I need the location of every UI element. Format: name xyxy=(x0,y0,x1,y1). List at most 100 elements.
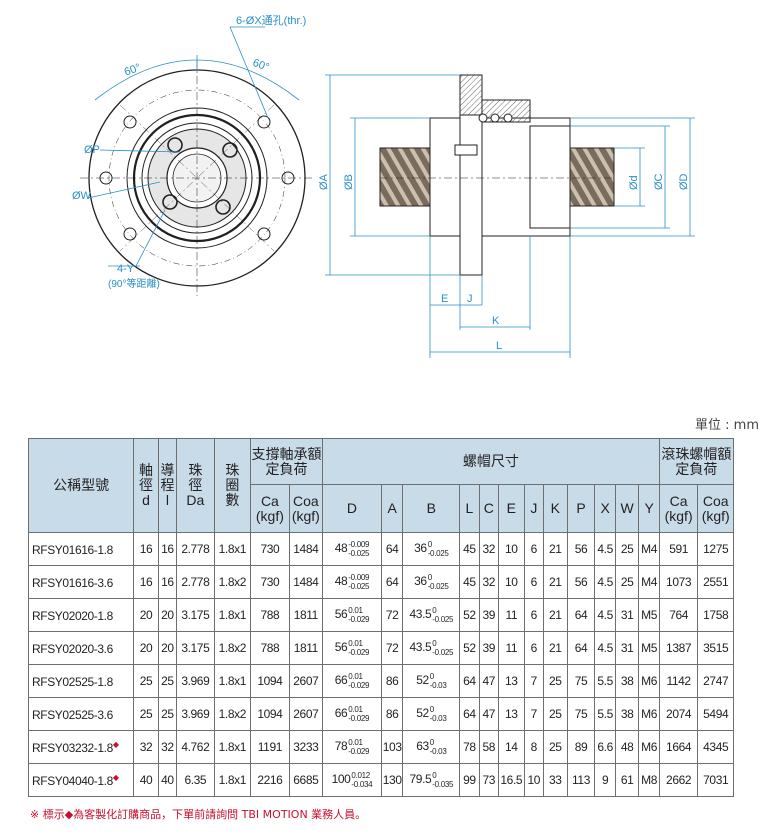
tolerance: 0.01-0.029 xyxy=(348,639,370,657)
label-y-note: (90°等距離) xyxy=(108,277,160,290)
tolerance: 0-0.025 xyxy=(432,639,454,657)
cell-y: M5 xyxy=(638,631,660,665)
label-dia-b: ØB xyxy=(343,174,355,190)
cell-x: 4.5 xyxy=(594,631,616,665)
cell-e: 11 xyxy=(497,631,525,665)
cell-x: 4.5 xyxy=(594,598,616,632)
cell-coa2: 1758 xyxy=(697,598,734,632)
cell-l: 52 xyxy=(459,631,480,665)
cell-ca1: 788 xyxy=(250,598,290,632)
cell-y: M6 xyxy=(638,730,660,764)
custom-order-mark: ◆ xyxy=(112,772,119,782)
header-coa-support: Coa(kgf) xyxy=(288,484,323,533)
tolerance: 0.01-0.029 xyxy=(348,606,370,624)
cell-ca2: 1142 xyxy=(658,664,699,698)
technical-drawing: 6-ØX通孔(thr.) 60° 60° ØP ØW 4-Y (90°等距離) xyxy=(72,14,695,358)
tolerance: 0-0.03 xyxy=(429,672,447,690)
cell-model: RFSY02525-3.6 xyxy=(27,697,135,731)
cell-d: 20 xyxy=(133,631,159,665)
cell-ca2: 2662 xyxy=(658,763,699,797)
cell-j: 7 xyxy=(523,664,544,698)
cell-k: 21 xyxy=(542,565,568,599)
header-ca-support: Ca(kgf) xyxy=(250,484,290,533)
cell-l: 64 xyxy=(459,664,480,698)
tolerance: 0-0.035 xyxy=(432,771,454,789)
cell-coa1: 2607 xyxy=(288,664,323,698)
header-model: 公稱型號 xyxy=(27,438,135,533)
cell-x: 5.5 xyxy=(594,697,616,731)
cell-da: 3.969 xyxy=(176,697,215,731)
cell-d-with-tolerance: 48-0.009-0.025 xyxy=(321,532,382,566)
cell-ca1: 1191 xyxy=(250,730,290,764)
cell-x: 4.5 xyxy=(594,532,616,566)
cell-j: 6 xyxy=(523,565,544,599)
cell-e: 13 xyxy=(497,697,525,731)
tolerance: 0.01-0.029 xyxy=(348,672,370,690)
cell-w: 61 xyxy=(614,763,640,797)
nominal-value: 56 xyxy=(334,607,348,622)
footnote: ※ 標示◆為客製化訂購商品，下單前請詢問 TBI MOTION 業務人員。 xyxy=(30,808,367,821)
side-view-dimensions xyxy=(325,74,695,358)
cell-y: M6 xyxy=(638,664,660,698)
cell-l: 20 xyxy=(157,631,178,665)
cell-a: 64 xyxy=(380,532,404,566)
header-col-y: Y xyxy=(638,484,660,533)
cell-p: 64 xyxy=(566,631,596,665)
cell-d: 32 xyxy=(133,730,159,764)
header-col-a: A xyxy=(380,484,404,533)
cell-ca1: 788 xyxy=(250,631,290,665)
cell-l: 20 xyxy=(157,598,178,632)
cell-x: 9 xyxy=(594,763,616,797)
cell-k: 21 xyxy=(542,532,568,566)
cell-l: 45 xyxy=(459,532,480,566)
label-angle-right: 60° xyxy=(251,57,271,74)
cell-coa2: 1275 xyxy=(697,532,734,566)
cell-p: 113 xyxy=(566,763,596,797)
cell-k: 25 xyxy=(542,664,568,698)
cell-da: 2.778 xyxy=(176,565,215,599)
front-view-dimensions xyxy=(87,26,300,267)
tolerance: 0-0.03 xyxy=(429,705,447,723)
cell-x: 6.6 xyxy=(594,730,616,764)
label-holes: 6-ØX通孔(thr.) xyxy=(236,14,306,27)
cell-j: 10 xyxy=(523,763,544,797)
header-col-x: X xyxy=(594,484,616,533)
cell-e: 14 xyxy=(497,730,525,764)
cell-j: 8 xyxy=(523,730,544,764)
cell-c: 47 xyxy=(478,664,499,698)
tolerance: -0.009-0.025 xyxy=(348,540,370,558)
cell-p: 89 xyxy=(566,730,596,764)
label-dim-j: J xyxy=(467,293,473,305)
label-dia-a: ØA xyxy=(318,173,330,190)
cell-d: 16 xyxy=(133,565,159,599)
cell-coa2: 4345 xyxy=(697,730,734,764)
cell-turns: 1.8x2 xyxy=(213,697,252,731)
cell-e: 13 xyxy=(497,664,525,698)
cell-x: 5.5 xyxy=(594,664,616,698)
cell-j: 6 xyxy=(523,532,544,566)
tolerance: 0.012-0.034 xyxy=(351,771,373,789)
cell-a: 72 xyxy=(380,631,404,665)
cell-coa2: 2747 xyxy=(697,664,734,698)
cell-turns: 1.8x2 xyxy=(213,565,252,599)
cell-coa1: 3233 xyxy=(288,730,323,764)
cell-e: 10 xyxy=(497,532,525,566)
nominal-value: 48 xyxy=(334,574,348,589)
cell-k: 25 xyxy=(542,730,568,764)
cell-k: 25 xyxy=(542,697,568,731)
cell-da: 2.778 xyxy=(176,532,215,566)
nominal-value: 36 xyxy=(414,574,427,589)
